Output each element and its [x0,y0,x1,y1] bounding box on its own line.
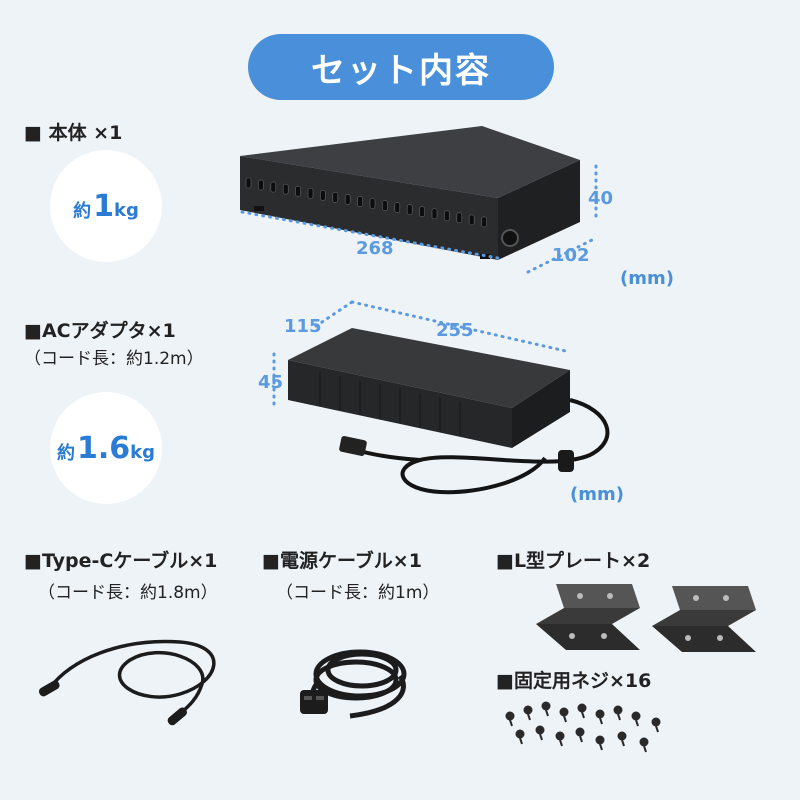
power-cable-image [300,649,407,719]
adapter-width-dim: 255 [436,320,474,341]
screw [577,703,587,713]
screw-shank [509,719,513,727]
adapter-weight-prefix: 約 [56,443,75,464]
screw-shank [617,713,621,721]
hub-weight-prefix: 約 [73,201,92,222]
typec-cable-note: （コード長：約1.8m） [38,583,218,603]
adapter-weight-value: 1.6 [76,430,131,466]
screw [595,709,605,719]
screw-shank [581,711,585,719]
power-cable-note: （コード長：約1m） [276,583,440,603]
usb-port [456,212,463,224]
usb-hub-device-image [240,126,580,260]
screw-shank [563,715,567,723]
usb-port [481,216,487,228]
adapter-weight-badge: 約 1.6 kg [50,392,162,504]
l-plate-image [536,584,756,652]
typec-cable-label: ■Type-Cケーブル×1 [24,550,218,572]
usb-port [382,200,388,211]
screw [595,735,605,745]
screw [535,725,545,735]
screw-shank [519,737,523,745]
usb-port [369,198,376,209]
screw-shank [559,739,563,747]
screw-shank [643,745,647,753]
adapter-depth-dim: 115 [284,316,322,337]
screw-shank [539,733,543,741]
usb-port [295,185,301,197]
usb-port [406,204,413,215]
adapter-dimension-lines [272,300,572,406]
adapter-label: ■ACアダプタ×1 [24,320,176,342]
screws-label: ■固定用ネジ×16 [496,670,652,692]
usb-port [320,190,326,201]
usb-port [468,214,475,226]
usb-port [444,210,450,222]
screw [559,707,569,717]
screw [555,731,565,741]
screws-image [505,701,661,753]
screw [505,711,515,721]
ac-adapter-image [288,328,610,495]
hub-height-dim: 40 [588,188,614,209]
screw [575,727,585,737]
hub-dimension-lines [240,164,598,274]
screw-shank [579,735,583,743]
screw-shank [621,739,625,747]
hub-width-dim: 268 [356,238,394,259]
adapter-weight-unit: kg [130,441,155,463]
hub-weight-unit: kg [114,199,139,221]
adapter-height-dim: 45 [258,372,284,393]
screw-shank [545,709,549,717]
adapter-unit: (mm) [570,484,624,505]
screw [515,729,525,739]
screw [639,737,649,747]
usb-port [282,183,289,195]
screw [613,705,623,715]
power-cable-label: ■電源ケーブル×1 [262,550,422,572]
typec-cable-image [38,639,216,726]
screw-shank [527,713,531,721]
page-title: セット内容 [248,34,554,100]
adapter-cord-note: （コード長：約1.2m） [24,349,204,369]
screw-shank [599,717,603,725]
hub-label: ■ 本体 ×1 [24,122,123,144]
usb-port [258,179,264,191]
screw [651,717,661,727]
usb-port [270,181,277,193]
usb-port [357,196,363,207]
hub-weight-badge: 約 1 kg [50,150,162,262]
hub-weight-value: 1 [93,188,114,224]
screw-shank [599,743,603,751]
screw [631,711,641,721]
usb-port [394,202,401,213]
usb-port [245,177,252,189]
screw [541,701,551,711]
hub-unit: (mm) [620,268,674,289]
screw [617,731,627,741]
usb-port [431,208,438,220]
usb-port [307,187,314,199]
screw-shank [655,725,659,733]
screw [523,705,533,715]
usb-port [419,206,425,217]
usb-port [344,194,351,205]
screw-shank [635,719,639,727]
hub-depth-dim: 102 [552,245,590,266]
l-plate-label: ■L型プレート×2 [496,550,651,572]
usb-port [332,192,339,203]
